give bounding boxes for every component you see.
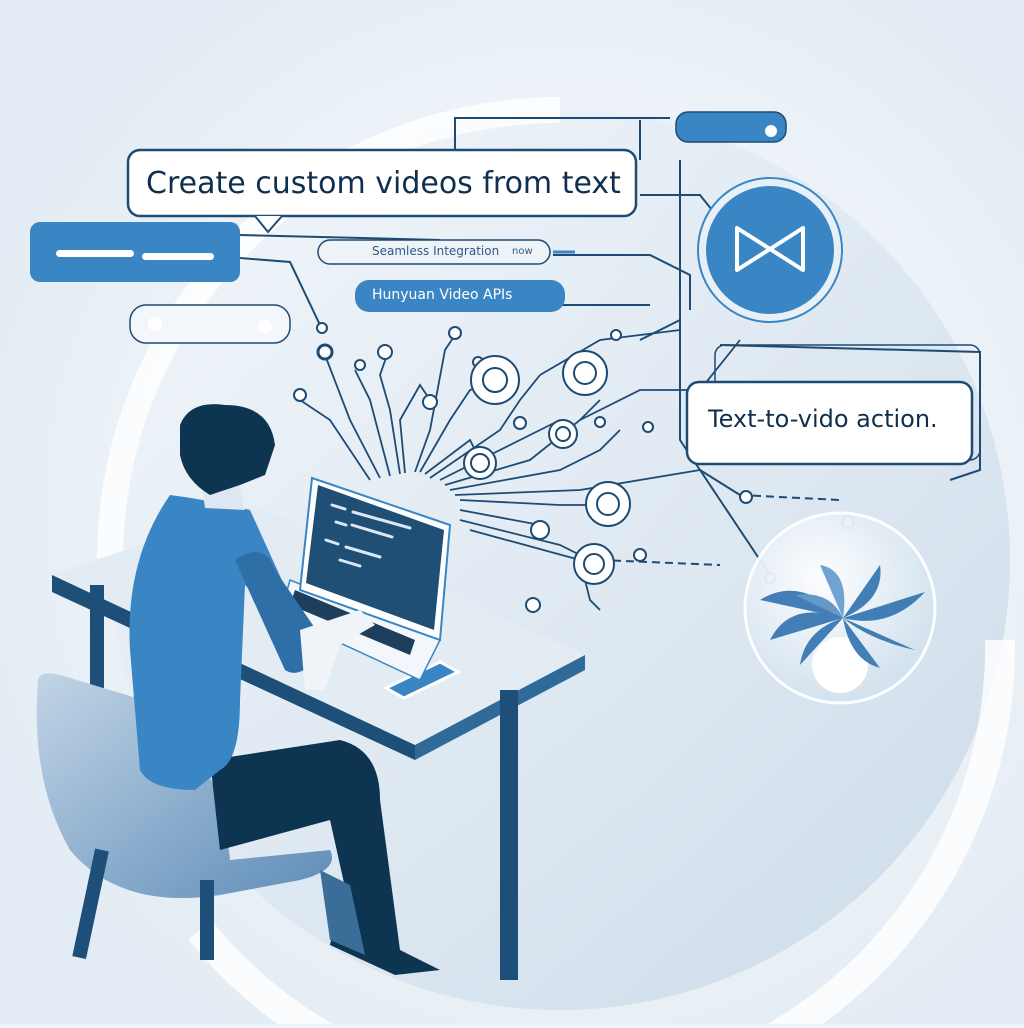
- menu-lines-icon: [56, 250, 134, 257]
- toggle-icon: [765, 125, 777, 137]
- api-pill-text: Hunyuan Video APIs: [372, 287, 513, 303]
- api-pill[interactable]: [355, 280, 565, 312]
- integration-bar-tag: now: [512, 246, 533, 257]
- integration-bar-text: Seamless Integration: [372, 244, 500, 258]
- menu-pill[interactable]: [30, 222, 240, 282]
- code-lines: [324, 503, 412, 568]
- heading-text: Create custom videos from text: [146, 166, 621, 201]
- slider-pill[interactable]: [129, 304, 291, 344]
- person-typing: [129, 404, 440, 975]
- toggle-pill[interactable]: [675, 111, 787, 143]
- slider-icon: [258, 319, 272, 333]
- flower-orb: [743, 511, 937, 705]
- flower-icon: [760, 565, 925, 668]
- bowtie-badge[interactable]: [697, 177, 843, 323]
- integration-bar: [317, 239, 575, 265]
- action-box: [685, 344, 981, 466]
- heading-bubble: [126, 148, 638, 234]
- bowtie-icon: [735, 226, 805, 272]
- action-text: Text-to-vido action.: [708, 405, 938, 433]
